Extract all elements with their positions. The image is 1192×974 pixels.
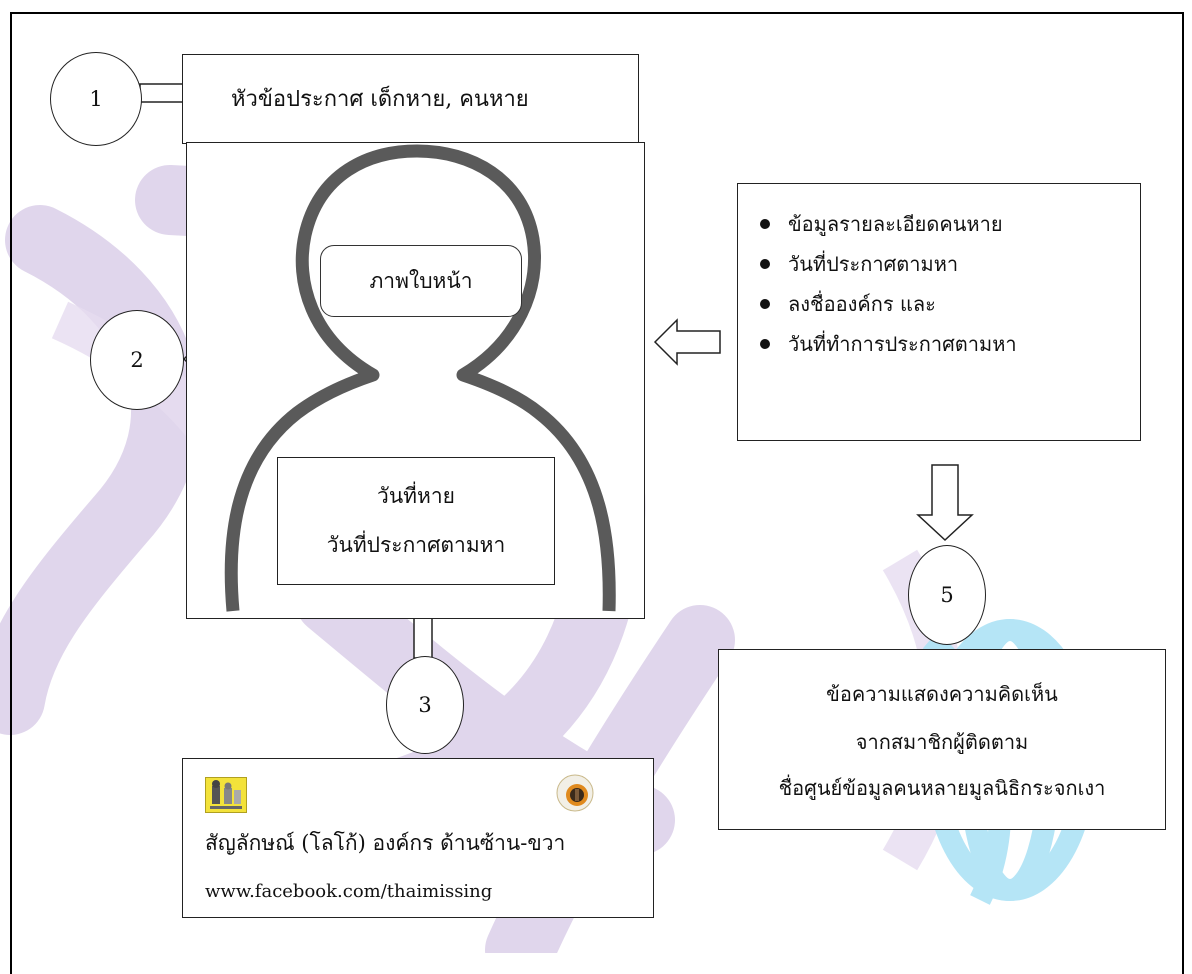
details-list: ข้อมูลรายละเอียดคนหาย วันที่ประกาศตามหา … [760, 204, 1017, 364]
logo-figures-icon [210, 780, 242, 809]
announcement-title: หัวข้อประกาศ เด็กหาย, คนหาย [231, 87, 529, 112]
comments-line-2: จากสมาชิกผู้ติดตาม [855, 730, 1029, 754]
dates-box: วันที่หาย วันที่ประกาศตามหา [277, 457, 555, 585]
person-silhouette-icon [224, 144, 616, 612]
callout-1: 1 [50, 52, 142, 146]
details-item: ลงชื่อองค์กร และ [760, 284, 1017, 324]
logo-caption: สัญลักษณ์ (โลโก้) องค์กร ด้านซ้าน-ขวา [205, 831, 566, 855]
details-item: วันที่ทำการประกาศตามหา [760, 324, 1017, 364]
details-item: ข้อมูลรายละเอียดคนหาย [760, 204, 1017, 244]
date-announced-label: วันที่ประกาศตามหา [326, 533, 506, 557]
right-organization-logo [555, 773, 595, 813]
callout-3-number: 3 [418, 693, 432, 717]
announcement-title-box: หัวข้อประกาศ เด็กหาย, คนหาย [182, 54, 639, 144]
callout-5: 5 [908, 545, 986, 645]
facebook-url: www.facebook.com/thaimissing [205, 881, 493, 902]
bullet-icon [760, 219, 770, 229]
photo-area-box: ภาพใบหน้า วันที่หาย วันที่ประกาศตามหา [186, 142, 645, 619]
date-lost-label: วันที่หาย [377, 484, 455, 508]
left-organization-logo [205, 777, 247, 813]
face-image-label-box: ภาพใบหน้า [320, 245, 522, 317]
details-box: ข้อมูลรายละเอียดคนหาย วันที่ประกาศตามหา … [737, 183, 1141, 441]
details-item: วันที่ประกาศตามหา [760, 244, 1017, 284]
logo-mirror-icon [556, 774, 594, 812]
comments-line-1: ข้อความแสดงความคิดเห็น [826, 682, 1058, 706]
callout-1-number: 1 [89, 87, 103, 111]
callout-3: 3 [386, 656, 464, 754]
comments-box: ข้อความแสดงความคิดเห็น จากสมาชิกผู้ติดตา… [718, 649, 1166, 830]
bullet-icon [760, 299, 770, 309]
page-frame [10, 12, 1184, 974]
comments-line-3: ชื่อศูนย์ข้อมูลคนหลายมูลนิธิกระจกเงา [778, 776, 1106, 800]
callout-2-number: 2 [130, 348, 144, 372]
face-image-label: ภาพใบหน้า [369, 269, 473, 293]
bullet-icon [760, 339, 770, 349]
callout-5-number: 5 [940, 583, 954, 607]
bullet-icon [760, 259, 770, 269]
callout-2: 2 [90, 310, 184, 410]
organization-logo-box: สัญลักษณ์ (โลโก้) องค์กร ด้านซ้าน-ขวา ww… [182, 758, 654, 918]
